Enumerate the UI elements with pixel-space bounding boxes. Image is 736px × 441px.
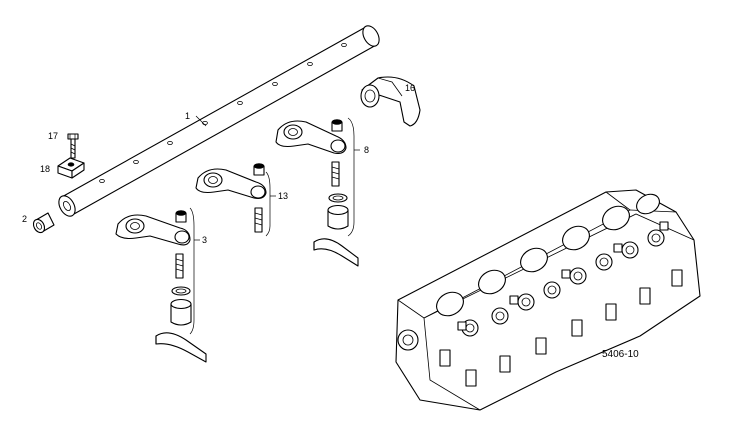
figure-reference: 5406-10 (602, 349, 639, 360)
mounting-block (57, 157, 85, 179)
label-3: 3 (202, 235, 207, 245)
label-18: 18 (40, 164, 50, 174)
rocker-arm-assembly-3 (115, 207, 207, 363)
label-2: 2 (22, 214, 27, 224)
part-labels: 1 2 3 8 13 16 17 18 5406-10 (22, 83, 639, 360)
label-17: 17 (48, 131, 58, 141)
rocker-arm-assembly-13 (195, 163, 276, 237)
label-16: 16 (405, 83, 415, 93)
side-ports (397, 269, 683, 387)
head-bosses (457, 221, 669, 331)
rocker-arm-assembly-8 (275, 117, 360, 267)
cylinder-bores (436, 193, 660, 317)
rocker-shaft (58, 25, 380, 217)
rocker-support-bracket (360, 76, 421, 127)
fixing-screw (67, 133, 79, 159)
label-1: 1 (185, 111, 190, 121)
label-8: 8 (364, 145, 369, 155)
shaft-end-plug (32, 212, 55, 234)
label-13: 13 (278, 191, 288, 201)
valve-seats (461, 229, 665, 337)
cylinder-head (395, 189, 701, 411)
